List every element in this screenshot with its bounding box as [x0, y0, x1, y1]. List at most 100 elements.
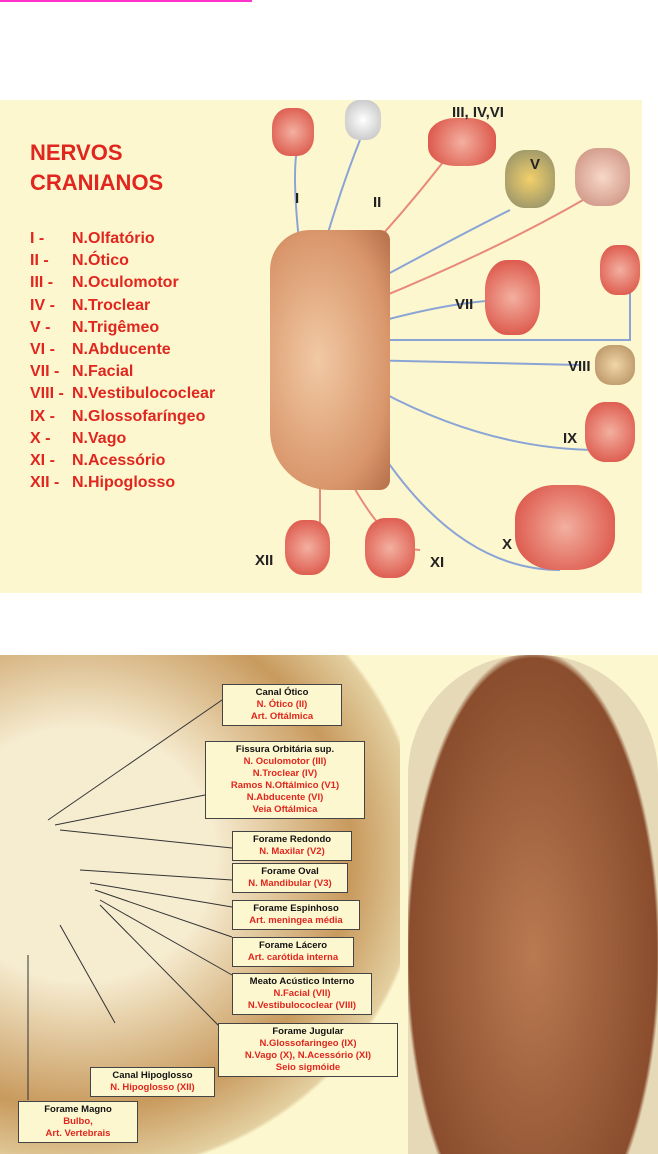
foramen-name: Fissura Orbitária sup. — [235, 744, 335, 755]
ear-illustration — [595, 345, 635, 385]
nerve-list-item: I - N.Olfatório — [30, 228, 215, 250]
nerve-number: XII - — [30, 474, 60, 492]
foramen-content: Art. Oftálmica — [250, 711, 314, 722]
tongue-illustration — [285, 520, 330, 575]
foramen-name: Forame Jugular — [272, 1026, 344, 1037]
foramen-content: N.Abducente (VI) — [246, 792, 324, 803]
foramen-name: Forame Redondo — [252, 834, 332, 845]
foramen-content: N. Hipoglosso (XII) — [110, 1082, 195, 1093]
face-illustration — [485, 260, 540, 335]
nerve-number: III - — [30, 274, 54, 292]
nerve-number: X - — [30, 429, 51, 447]
label-i: I — [295, 190, 300, 207]
nerve-name: N.Vago — [72, 429, 127, 447]
eye-illustration — [345, 100, 381, 140]
foramen-content: N.Troclear (IV) — [252, 768, 318, 779]
label-iii-iv-vi: III, IV,VI — [452, 104, 504, 121]
label-xii: XII — [255, 552, 274, 569]
foramen-content: N. Maxilar (V2) — [259, 846, 325, 857]
foramen-content: Ramos N.Oftálmico (V1) — [230, 780, 340, 791]
brain-illustration — [270, 230, 390, 490]
nerve-number: XI - — [30, 452, 55, 470]
trigeminal-illustration — [505, 150, 555, 208]
dura-sinuses-illustration — [408, 655, 658, 1154]
nerve-number: II - — [30, 252, 49, 270]
nerve-name: N.Olfatório — [72, 230, 155, 247]
foramen-content: N.Vago (X), N.Acessório (XI) — [244, 1050, 372, 1061]
foramen-name: Forame Magno — [44, 1104, 112, 1115]
title-line: CRANIANOS — [30, 170, 164, 195]
nerve-name: N.Trigêmeo — [72, 318, 160, 336]
nerve-name: N.Acessório — [72, 452, 166, 470]
nerve-name: N.Vestibulococlear — [72, 385, 216, 403]
throat-illustration — [585, 402, 635, 462]
nerve-number: I - — [30, 230, 45, 247]
nerve-number: IX - — [30, 407, 55, 425]
foramen-name: Forame Espinhoso — [253, 903, 339, 914]
viscera-illustration — [515, 485, 615, 570]
nerve-list-item: VII - N.Facial — [30, 361, 215, 383]
foramen-content: N.Vestibulococlear (VIII) — [247, 1000, 357, 1011]
mouth-illustration — [600, 245, 640, 295]
nerve-number: VIII - — [30, 385, 64, 403]
neck-illustration — [365, 518, 415, 578]
label-ix: IX — [563, 430, 578, 447]
label-x: X — [502, 536, 513, 553]
foramen-content: Seio sigmóide — [275, 1062, 341, 1073]
foramen-content: N.Facial (VII) — [273, 988, 331, 999]
olfactory-illustration — [272, 108, 314, 156]
foramen-content: Veia Oftálmica — [252, 804, 318, 815]
pointer-lines — [27, 699, 233, 1100]
nerve-list-item: VIII - N.Vestibulococlear — [30, 383, 215, 405]
orbit-illustration — [428, 118, 496, 166]
nerve-name: N.Ótico — [72, 252, 129, 270]
foramen-name: Canal Ótico — [255, 687, 309, 698]
cranial-nerves-diagram: NERVOS CRANIANOS I - N.Olfatório II - N.Ótic… — [0, 100, 642, 593]
label-v: V — [530, 156, 541, 173]
nerve-number: VII - — [30, 363, 60, 381]
nerve-list-item: XI - N.Acessório — [30, 450, 215, 472]
foramen-name: Meato Acústico Interno — [249, 976, 355, 987]
nerve-list-item: IV -N.Troclear — [30, 295, 215, 317]
diagram-title: NERVOS CRANIANOS — [30, 138, 163, 198]
nerve-name: N.Glossofaríngeo — [72, 407, 206, 425]
nerve-number: IV - — [30, 296, 55, 314]
label-xi: XI — [430, 554, 445, 571]
nerve-number: V - — [30, 318, 51, 336]
nerve-list-item: IX - N.Glossofaríngeo — [30, 406, 215, 428]
foramen-content: N. Ótico (II) — [256, 699, 308, 710]
foramen-content: Art. Vertebrais — [45, 1128, 111, 1139]
foramen-content: N. Oculomotor (III) — [243, 756, 327, 767]
label-viii: VIII — [568, 358, 591, 375]
nerve-name: N.Hipoglosso — [72, 474, 176, 492]
nerve-name: N.Facial — [72, 363, 134, 381]
foramen-name: Forame Lácero — [258, 940, 328, 951]
foramen-name: Forame Oval — [261, 866, 319, 877]
nerve-name: N.Abducente — [72, 341, 171, 359]
foramen-label-box: Fissura Orbitária sup.N. Oculomotor (III… — [205, 741, 365, 819]
nerve-list-item: VI - N.Abducente — [30, 339, 215, 361]
nerve-number: VI - — [30, 341, 55, 359]
foramen-content: N. Mandibular (V3) — [248, 878, 332, 889]
foramen-content: N.Glossofaringeo (IX) — [259, 1038, 357, 1049]
skull-illustration — [575, 148, 630, 206]
label-vii: VII — [455, 296, 474, 313]
foramen-name: Canal Hipoglosso — [112, 1070, 193, 1081]
nerve-list-item: XII - N.Hipoglosso — [30, 472, 215, 494]
nerve-list-item: II - N.Ótico — [30, 250, 215, 272]
foramen-content: Art. carótida interna — [247, 952, 339, 963]
nerve-name: N.Oculomotor — [72, 274, 179, 292]
title-line: NERVOS — [30, 140, 123, 165]
label-ii: II — [373, 194, 382, 211]
nerve-list-item: III - N.Oculomotor — [30, 272, 215, 294]
